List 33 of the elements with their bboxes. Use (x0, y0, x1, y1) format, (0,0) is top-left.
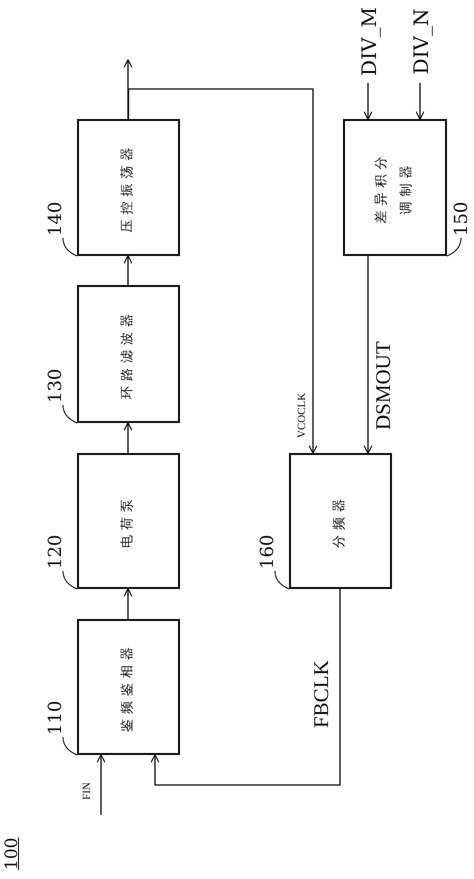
figure-number: 100 (4, 838, 21, 870)
block (343, 119, 447, 256)
block-label: 鉴频鉴相器 (119, 642, 136, 732)
block-label: 分频器 (331, 494, 348, 548)
signal-label: FIN (78, 773, 96, 809)
block (77, 285, 180, 423)
signal-label: DIV_M (356, 0, 382, 83)
block-label: 电荷泵 (119, 494, 136, 548)
arrow (128, 88, 318, 454)
reference-number: 110 (47, 700, 65, 735)
reference-number: 140 (47, 202, 65, 236)
arrow (363, 83, 373, 120)
reference-number: 150 (453, 202, 471, 236)
arrow (123, 422, 133, 453)
block-label: 差异积分调制器 (373, 150, 415, 226)
arrow (363, 256, 373, 454)
reference-number: 130 (47, 368, 65, 403)
arrow (123, 59, 133, 119)
arrow (150, 589, 341, 786)
block (77, 619, 180, 755)
block-label: 环路滤波器 (119, 309, 136, 399)
arrow (96, 754, 106, 815)
arrow (415, 83, 425, 120)
reference-number: 120 (47, 534, 65, 569)
block (77, 453, 180, 589)
arrow (123, 588, 133, 619)
block (77, 119, 180, 256)
edge-label: VCOCLK (297, 392, 308, 439)
arrow (123, 255, 133, 285)
reference-number: 160 (259, 534, 277, 569)
block (289, 453, 392, 589)
block-label: 压控振荡器 (119, 142, 136, 232)
signal-label: DIV_N (408, 0, 434, 83)
